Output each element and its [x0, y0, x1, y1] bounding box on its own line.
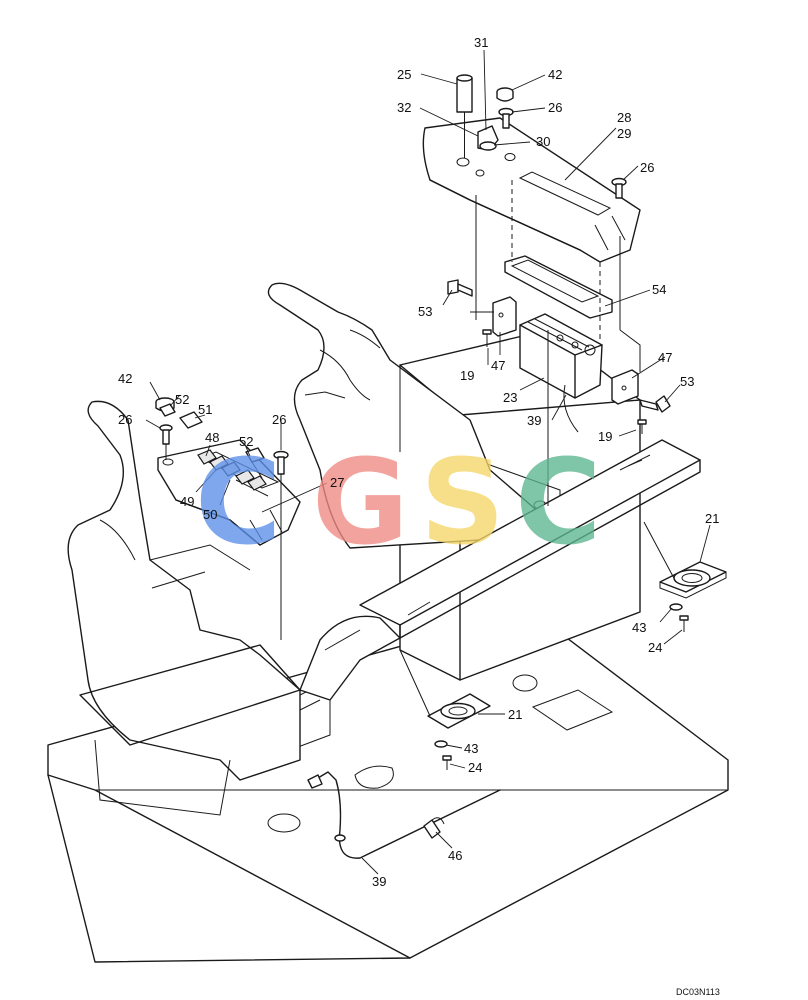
callout-47: 47 [491, 358, 505, 373]
bolt-26-upper [498, 107, 514, 129]
callout-24: 24 [468, 760, 482, 775]
bracket-54 [504, 255, 613, 319]
watermark-letter-1: C [195, 433, 282, 571]
callout-23: 23 [503, 390, 517, 405]
callout-26: 26 [118, 412, 132, 427]
washer-nut-43-24 [399, 521, 689, 770]
callout-53: 53 [418, 304, 432, 319]
callout-50: 50 [203, 507, 217, 522]
callout-52: 52 [175, 392, 189, 407]
callout-42: 42 [118, 371, 132, 386]
alignment-lines-upper [399, 180, 641, 506]
callout-25: 25 [397, 67, 411, 82]
callout-29: 29 [617, 126, 631, 141]
cable-39 [307, 771, 501, 859]
callout-26: 26 [272, 412, 286, 427]
callout-43: 43 [464, 741, 478, 756]
rear-seat [267, 282, 549, 549]
callout-39: 39 [372, 874, 386, 889]
bolt-26-right [611, 177, 627, 199]
callout-39: 39 [527, 413, 541, 428]
callout-47: 47 [658, 350, 672, 365]
callout-26: 26 [640, 160, 654, 175]
callout-46: 46 [448, 848, 462, 863]
callout-54: 54 [652, 282, 666, 297]
bracket-47-right [611, 369, 639, 405]
plug-52-left [159, 403, 176, 417]
callout-19: 19 [598, 429, 612, 444]
callout-52: 52 [239, 434, 253, 449]
bracket-47-left [492, 296, 517, 337]
alignment-lines-left [165, 444, 282, 640]
callout-53: 53 [680, 374, 694, 389]
callout-21: 21 [705, 511, 719, 526]
radio-23 [519, 313, 603, 433]
speaker-21-right [659, 561, 727, 599]
speaker-21-left [427, 693, 491, 729]
callout-43: 43 [632, 620, 646, 635]
callout-30: 30 [536, 134, 550, 149]
front-seat [67, 400, 301, 816]
drawing-code: DC03N113 [676, 987, 720, 997]
switches-48-49-50 [197, 449, 267, 491]
leader-lines [145, 49, 711, 875]
watermark-letter-3: S [420, 433, 505, 571]
bolt-26-left-a [159, 424, 173, 445]
screw-19-left [482, 329, 492, 347]
bolt-26-left-b [273, 450, 289, 475]
clamp-46 [423, 817, 445, 839]
callouts: 31 25 42 26 32 30 28 29 26 54 53 47 19 4… [118, 35, 719, 889]
callout-24: 24 [648, 640, 662, 655]
watermark-letter-4: C [515, 433, 602, 571]
knob-25 [456, 74, 473, 158]
callout-26: 26 [548, 100, 562, 115]
cap-42-upper [496, 87, 514, 102]
callout-31: 31 [474, 35, 488, 50]
switch-51 [179, 411, 203, 429]
bolt-53-left [447, 279, 473, 297]
callout-48: 48 [205, 430, 219, 445]
callout-32: 32 [397, 100, 411, 115]
console-rail [299, 439, 701, 701]
callout-19: 19 [460, 368, 474, 383]
bolt-53-right [639, 395, 671, 413]
screw-19-right [637, 419, 647, 434]
callout-49: 49 [180, 494, 194, 509]
switch-52-right [245, 447, 265, 479]
callout-28: 28 [617, 110, 631, 125]
callout-42: 42 [548, 67, 562, 82]
left-console [157, 439, 301, 546]
callout-27: 27 [330, 475, 344, 490]
watermark: C G S C [195, 433, 602, 571]
callout-21: 21 [508, 707, 522, 722]
watermark-letter-2: G [312, 433, 409, 571]
right-console [422, 117, 641, 263]
callout-51: 51 [198, 402, 212, 417]
